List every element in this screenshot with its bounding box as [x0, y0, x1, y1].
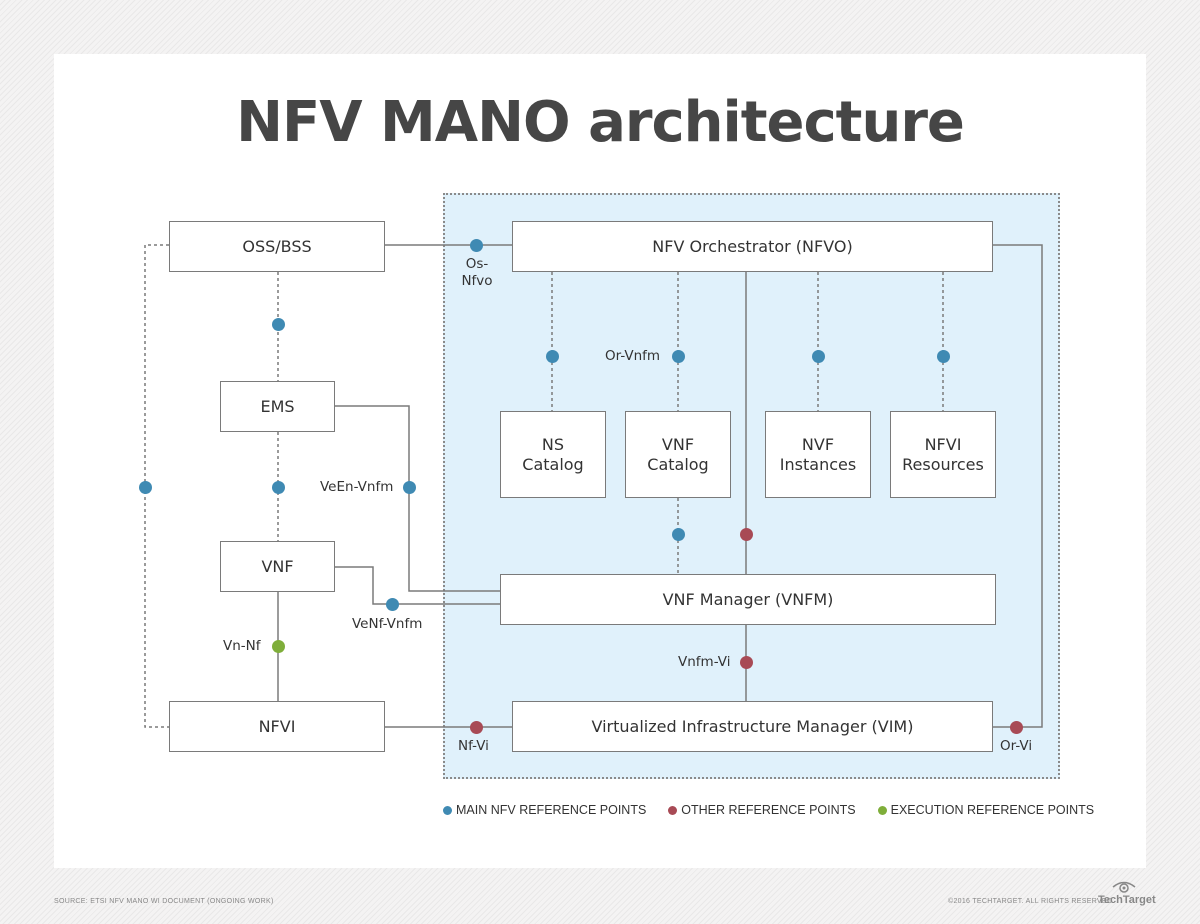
exec-ref-dot-icon: [877, 805, 887, 815]
block-ems-label: EMS: [260, 396, 295, 416]
block-ns-catalog-label: NS Catalog: [522, 434, 584, 474]
refpoint-oss-nfvi-dot: [139, 481, 152, 494]
block-vim-label: Virtualized Infrastructure Manager (VIM): [591, 716, 914, 736]
block-ns-catalog: NS Catalog: [500, 411, 606, 498]
legend-item-exec: EXECUTION REFERENCE POINTS: [877, 803, 1095, 817]
label-or-vi: Or-Vi: [1000, 738, 1033, 754]
block-ems: EMS: [220, 381, 335, 432]
label-nf-vi: Nf-Vi: [458, 738, 489, 754]
line-ems-vnfm: [335, 405, 500, 592]
refpoint-nfvi-resources-dot: [937, 350, 950, 363]
refpoint-venf-vnfm-dot: [386, 598, 399, 611]
label-vn-nf: Vn-Nf: [223, 638, 261, 654]
block-nfvi: NFVI: [169, 701, 385, 752]
copyright-note: ©2016 TECHTARGET. ALL RIGHTS RESERVED: [948, 898, 1113, 905]
legend-item-main-label: MAIN NFV REFERENCE POINTS: [456, 803, 647, 817]
block-nfvi-resources: NFVI Resources: [890, 411, 996, 498]
legend: MAIN NFV REFERENCE POINTS OTHER REFERENC…: [443, 803, 1094, 817]
legend-item-other: OTHER REFERENCE POINTS: [668, 803, 856, 817]
block-nfvi-label: NFVI: [258, 716, 296, 736]
refpoint-os-nfvo-dot: [470, 239, 483, 252]
refpoint-nf-vi-dot: [470, 721, 483, 734]
other-ref-dot-icon: [668, 805, 678, 815]
block-vnfm: VNF Manager (VNFM): [500, 574, 996, 625]
source-note: SOURCE: ETSI NFV MANO WI DOCUMENT (ONGOI…: [54, 898, 274, 905]
block-vnf-label: VNF: [261, 556, 294, 576]
label-or-vnfm: Or-Vnfm: [605, 348, 661, 364]
block-nfvo-label: NFV Orchestrator (NFVO): [652, 236, 853, 256]
refpoint-or-vi-dot: [1010, 721, 1023, 734]
refpoint-vn-nf-dot: [272, 640, 285, 653]
refpoint-nfvo-vnfm-dot: [740, 528, 753, 541]
line-vnf-vnfm: [335, 566, 500, 605]
block-vnfm-label: VNF Manager (VNFM): [662, 589, 834, 609]
label-venf-vnfm: VeNf-Vnfm: [352, 616, 423, 632]
legend-item-exec-label: EXECUTION REFERENCE POINTS: [890, 803, 1095, 817]
block-vnf-catalog: VNF Catalog: [625, 411, 731, 498]
block-nfvo: NFV Orchestrator (NFVO): [512, 221, 993, 272]
block-oss-bss-label: OSS/BSS: [242, 236, 312, 256]
block-nfvi-resources-label: NFVI Resources: [902, 434, 984, 474]
techtarget-logo-text: TechTarget: [1098, 894, 1156, 906]
refpoint-vnfcat-vnfm-dot: [672, 528, 685, 541]
eye-icon: [1112, 881, 1136, 893]
block-vnf: VNF: [220, 541, 335, 592]
diagram-title: NFV MANO architecture: [236, 90, 965, 155]
legend-item-main: MAIN NFV REFERENCE POINTS: [443, 803, 646, 817]
block-vnf-catalog-label: VNF Catalog: [647, 434, 709, 474]
label-veen-vnfm: VeEn-Vnfm: [320, 479, 394, 495]
refpoint-ns-catalog-dot: [546, 350, 559, 363]
label-os-nfvo: Os- Nfvo: [461, 256, 493, 289]
refpoint-or-vnfm-dot: [672, 350, 685, 363]
refpoint-veen-vnfm-dot: [403, 481, 416, 494]
main-ref-dot-icon: [443, 805, 452, 815]
refpoint-nvf-instances-dot: [812, 350, 825, 363]
line-nfvo-vim: [992, 244, 1043, 728]
refpoint-oss-ems-dot: [272, 318, 285, 331]
refpoint-vnfm-vi-dot: [740, 656, 753, 669]
label-vnfm-vi: Vnfm-Vi: [678, 654, 731, 670]
block-nvf-instances: NVF Instances: [765, 411, 871, 498]
refpoint-ems-vnf-dot: [272, 481, 285, 494]
block-oss-bss: OSS/BSS: [169, 221, 385, 272]
legend-item-other-label: OTHER REFERENCE POINTS: [681, 803, 856, 817]
block-vim: Virtualized Infrastructure Manager (VIM): [512, 701, 993, 752]
techtarget-logo: TechTarget: [1098, 880, 1156, 906]
block-nvf-instances-label: NVF Instances: [779, 434, 857, 474]
